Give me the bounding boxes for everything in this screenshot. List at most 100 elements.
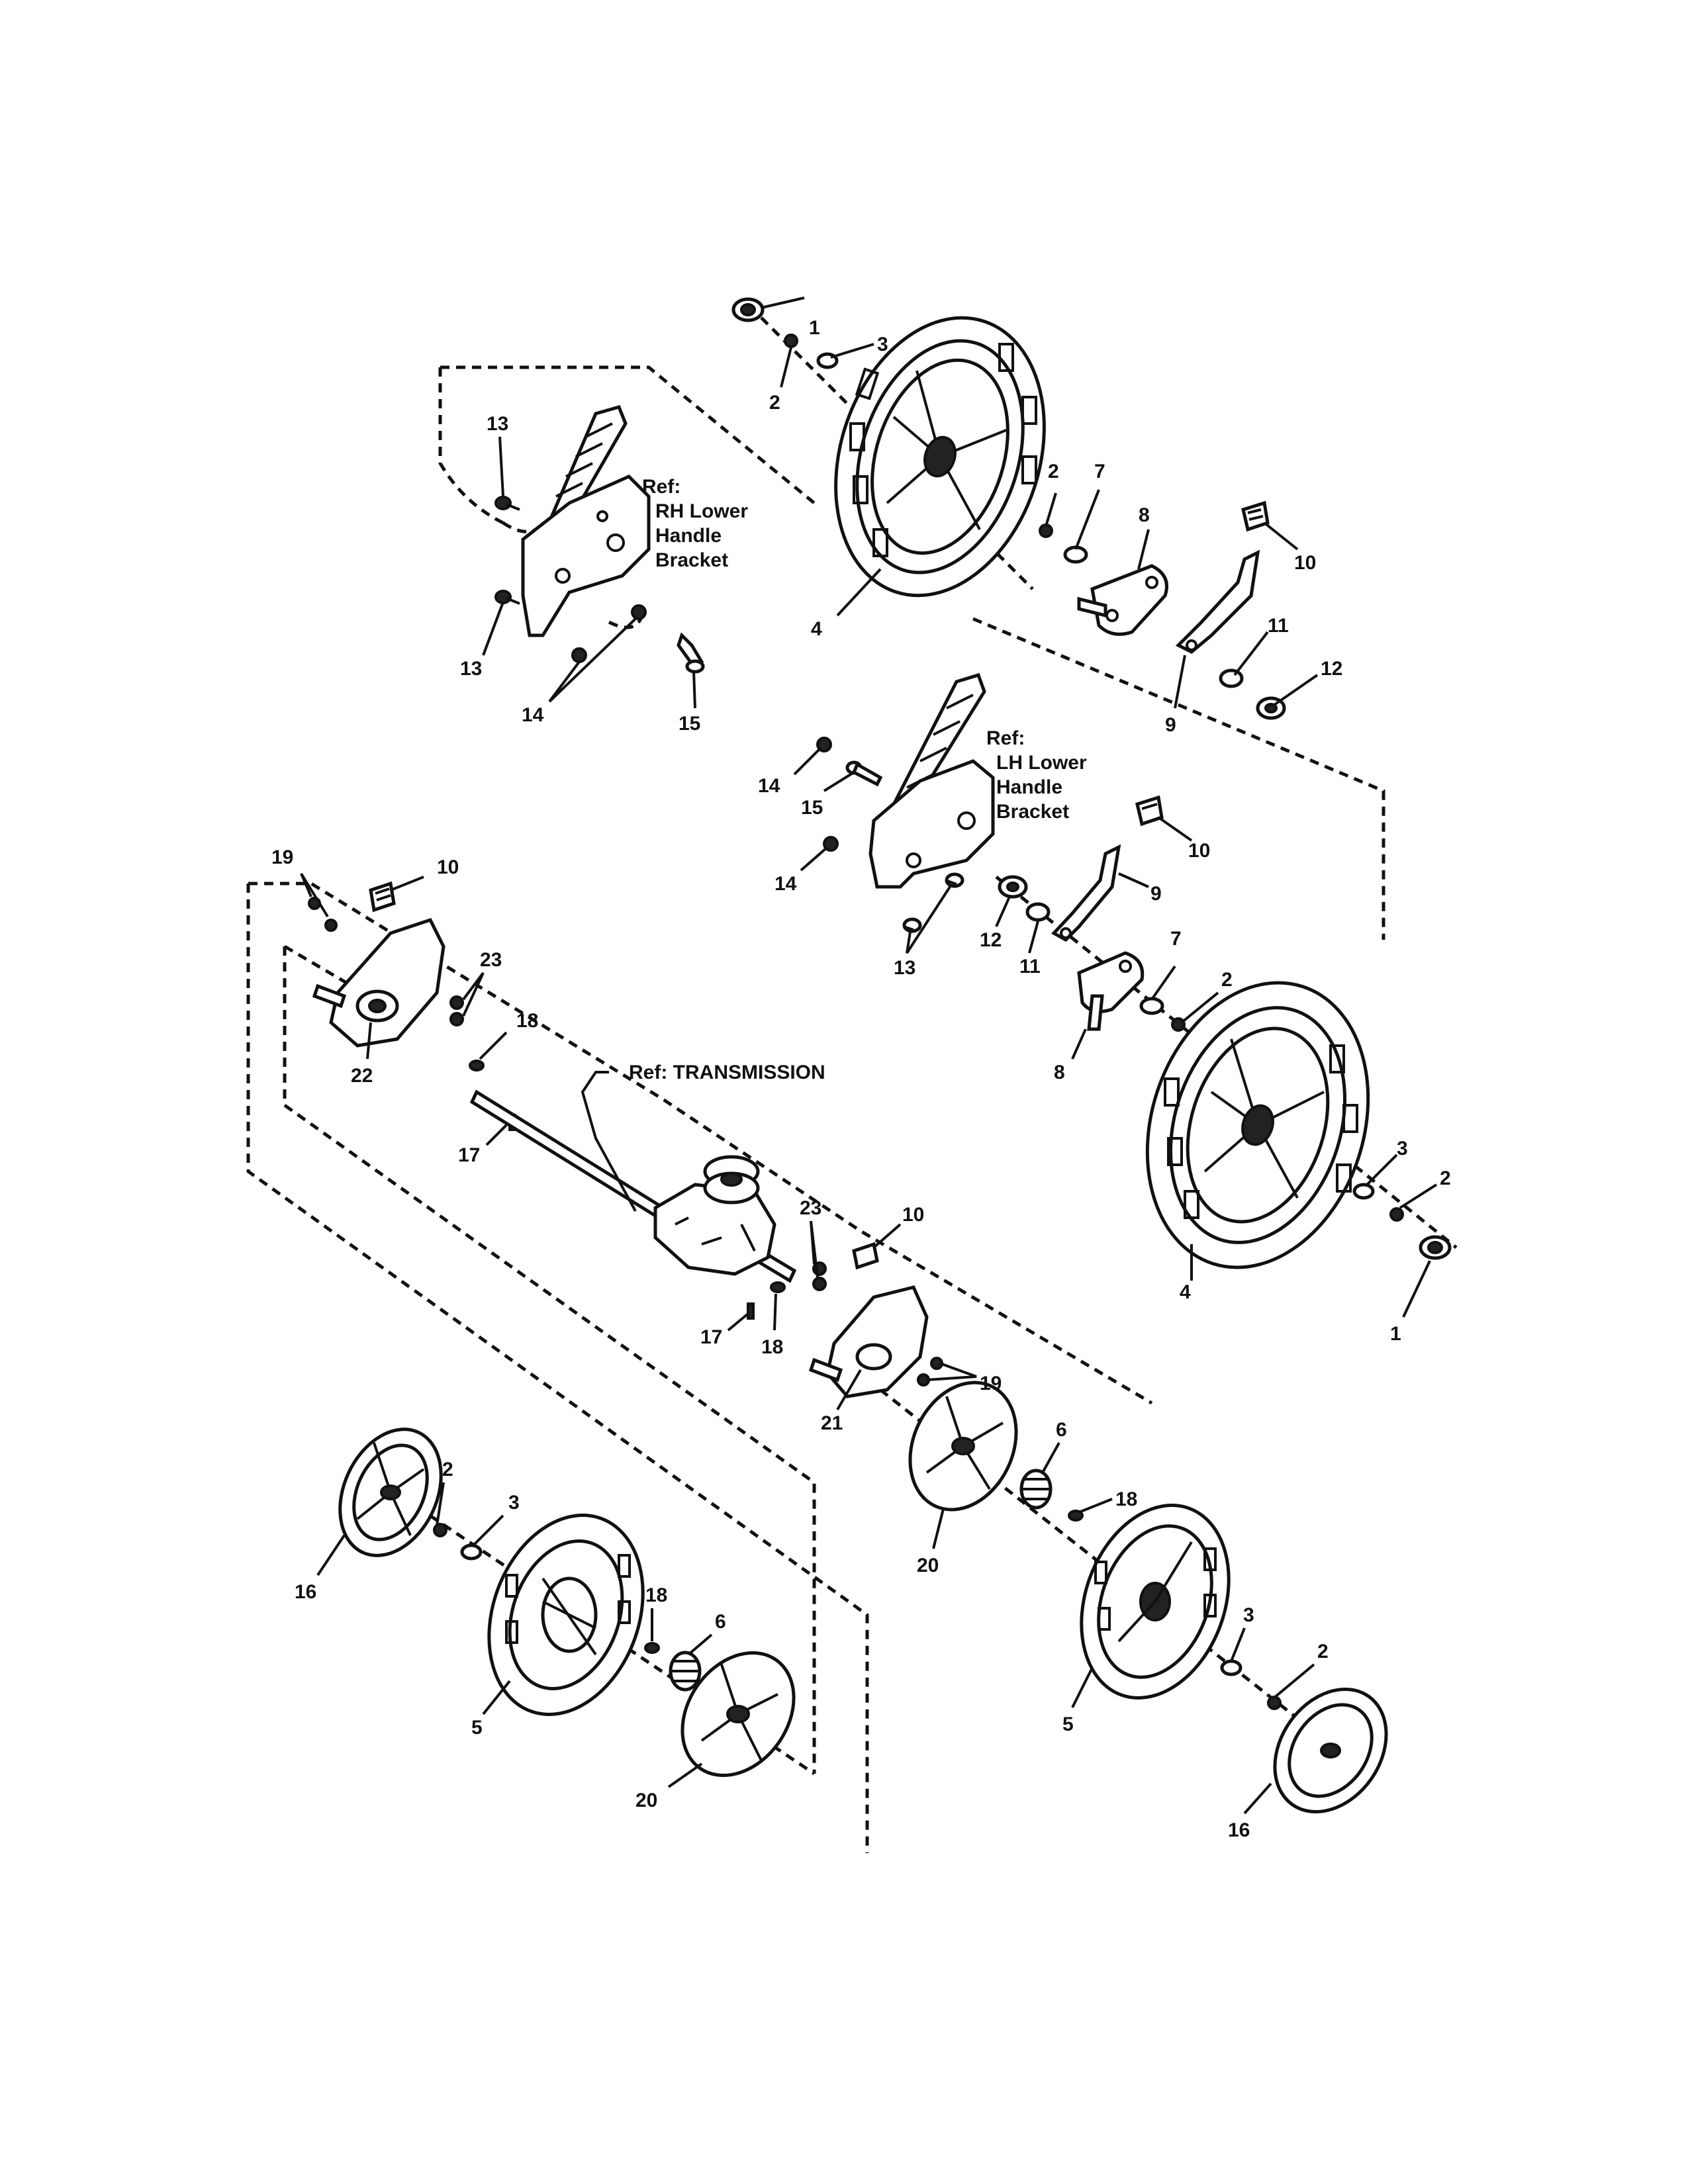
front-wheel-upper xyxy=(834,316,1046,598)
callout-number: 7 xyxy=(1170,928,1182,950)
bolt-13a xyxy=(494,496,520,511)
axle-bracket-22 xyxy=(312,917,445,1048)
callout-number: 17 xyxy=(700,1326,722,1348)
callout-number: 7 xyxy=(1094,461,1105,482)
callout-number: 8 xyxy=(1139,504,1150,526)
callout-number: 11 xyxy=(1019,956,1041,978)
ref-label-rh-bracket: Ref: RH Lower Handle Bracket xyxy=(642,476,748,571)
callout-number: 6 xyxy=(715,1611,726,1633)
lh-lower-handle-bracket xyxy=(868,672,995,889)
callout-number: 2 xyxy=(442,1459,453,1480)
adjuster-plate-8b xyxy=(1077,951,1145,1031)
callout-number: 9 xyxy=(1165,714,1176,736)
bushing-12b xyxy=(998,875,1028,899)
rh-lower-handle-bracket xyxy=(521,404,651,637)
callout-number: 12 xyxy=(1321,658,1342,680)
callout-number: 3 xyxy=(1397,1138,1408,1160)
gear-cover-20b xyxy=(680,1651,796,1778)
ref-lh-line1: Ref: xyxy=(986,727,1025,749)
callout-number: 10 xyxy=(437,856,459,878)
bolt-15a xyxy=(677,632,705,674)
callout-number: 19 xyxy=(271,846,293,868)
callout-number: 20 xyxy=(635,1790,657,1811)
nut-2a xyxy=(784,334,798,348)
hub-cover-16b xyxy=(1273,1687,1388,1814)
washer-3d xyxy=(460,1543,483,1561)
callout-number: 20 xyxy=(917,1555,939,1576)
adjuster-lever-9a xyxy=(1175,549,1260,654)
callout-number: 14 xyxy=(774,873,797,895)
ref-lh-line2: LH Lower xyxy=(996,752,1087,774)
callout-number: 2 xyxy=(1440,1167,1451,1189)
bolt-13b xyxy=(494,590,520,605)
callout-number: 23 xyxy=(800,1197,821,1219)
callout-number: 19 xyxy=(980,1373,1002,1394)
hub-cover-16a xyxy=(338,1428,443,1557)
callout-number: 18 xyxy=(1115,1488,1137,1510)
nut-23a xyxy=(449,995,464,1010)
gear-6b xyxy=(669,1651,702,1692)
callout-number: 5 xyxy=(471,1717,483,1739)
transmission xyxy=(653,1155,776,1276)
washer-3b xyxy=(1352,1183,1375,1200)
gear-cover-20a xyxy=(908,1381,1018,1512)
washer-3c xyxy=(1220,1659,1243,1676)
adjuster-knob-10d xyxy=(852,1242,879,1270)
ref-rh-line1: Ref: xyxy=(642,476,680,498)
hub-cap-1b xyxy=(1419,1235,1452,1260)
callout-number: 16 xyxy=(1228,1819,1250,1841)
callout-number: 3 xyxy=(877,334,888,355)
callout-number: 18 xyxy=(761,1336,783,1358)
screw-19b xyxy=(324,919,338,932)
clip-18b xyxy=(770,1281,786,1293)
ref-rh-line3: Handle xyxy=(655,525,722,547)
callout-number: 1 xyxy=(809,317,820,339)
callout-number: 2 xyxy=(1048,461,1059,482)
callout-number: 13 xyxy=(487,413,508,435)
washer-11a xyxy=(1219,668,1244,688)
gear-6a xyxy=(1019,1469,1053,1510)
callout-number: 21 xyxy=(821,1412,843,1434)
callouts: 1 2 3 4 2 7 8 10 11 12 9 13 13 14 15 14 … xyxy=(271,317,1451,1841)
front-wheel-lower xyxy=(1145,981,1370,1269)
callout-number: 1 xyxy=(1390,1323,1401,1345)
nut-2e xyxy=(1267,1696,1282,1710)
rear-wheel-left xyxy=(487,1514,645,1716)
adjuster-knob-10c xyxy=(369,881,396,913)
callout-number: 23 xyxy=(480,949,502,971)
hub-cap-1 xyxy=(731,297,765,322)
callout-number: 22 xyxy=(351,1065,373,1087)
nut-23b xyxy=(449,1012,464,1026)
callout-number: 10 xyxy=(1294,552,1316,574)
nut-2d xyxy=(1389,1207,1404,1222)
nut-2b xyxy=(1039,523,1053,538)
ref-label-lh-bracket: Ref: LH Lower Handle Bracket xyxy=(986,727,1087,823)
ref-rh-line4: Bracket xyxy=(655,549,728,571)
adjuster-plate-8a xyxy=(1077,564,1168,636)
ref-lh-line3: Handle xyxy=(996,776,1062,798)
bolt-13c xyxy=(902,917,922,933)
ref-label-transmission: Ref: TRANSMISSION xyxy=(629,1062,825,1083)
bolt-13d xyxy=(945,872,964,888)
callout-number: 13 xyxy=(460,658,482,680)
rear-wheel-right xyxy=(1080,1504,1231,1700)
callout-number: 16 xyxy=(295,1581,316,1603)
adjuster-knob-10a xyxy=(1241,500,1270,532)
washer-11b xyxy=(1025,902,1051,922)
callout-number: 2 xyxy=(769,392,780,414)
callout-number: 3 xyxy=(1243,1604,1254,1626)
callout-number: 15 xyxy=(801,797,823,819)
nut-14a xyxy=(571,647,587,663)
nut-23d xyxy=(812,1277,827,1291)
callout-number: 13 xyxy=(894,957,915,979)
callout-number: 12 xyxy=(980,929,1002,951)
callout-number: 18 xyxy=(516,1010,538,1032)
adjuster-knob-10b xyxy=(1135,795,1164,827)
nut-14b xyxy=(631,604,647,620)
callout-number: 15 xyxy=(679,713,700,735)
callout-number: 8 xyxy=(1054,1062,1065,1083)
clip-18a xyxy=(469,1060,485,1071)
callout-number: 2 xyxy=(1221,969,1233,991)
callout-number: 10 xyxy=(1188,840,1210,862)
